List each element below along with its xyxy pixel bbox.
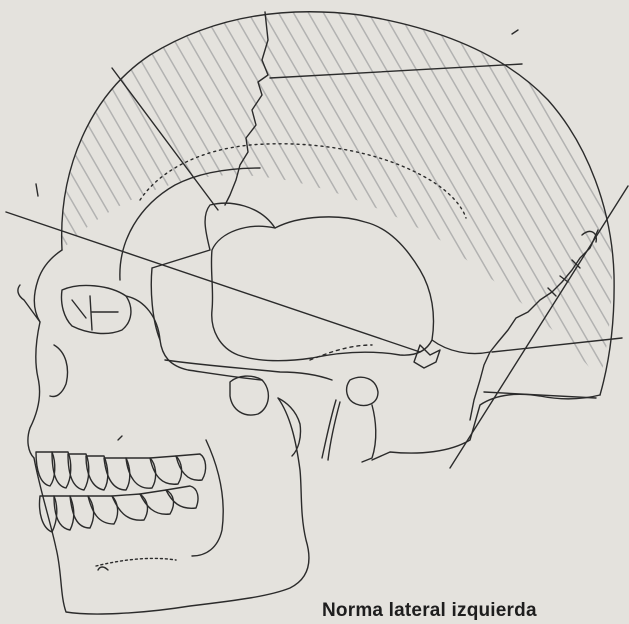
mandible-ramus-inner [192,440,223,556]
lower-teeth [40,486,199,532]
condylar-region [230,376,268,415]
zygomatic-outline [126,296,262,380]
nasal-maxilla-outline [28,322,40,458]
styloid-process [322,400,340,460]
temporal-squama [211,217,433,361]
mental-notch [98,567,108,570]
figure-caption: Norma lateral izquierda [322,600,537,622]
occipital-outline [372,394,600,460]
upper-teeth [36,452,206,490]
orbit-inner-lines [72,296,118,330]
mastoid-process [362,405,376,462]
mental-line [96,558,176,566]
reference-line-1 [6,212,420,352]
squamous-suture [414,340,490,368]
mandible-outline [34,398,309,614]
orbit-outline [61,285,130,333]
nasal-aperture [50,345,68,397]
sphenoid-outline [151,203,275,340]
external-acoustic-meatus [347,377,378,405]
small-tick-cheek [118,436,122,440]
frontal-outline [18,250,62,322]
small-mark [512,30,518,34]
reference-line-6 [484,392,596,398]
small-tick-left [36,184,38,196]
